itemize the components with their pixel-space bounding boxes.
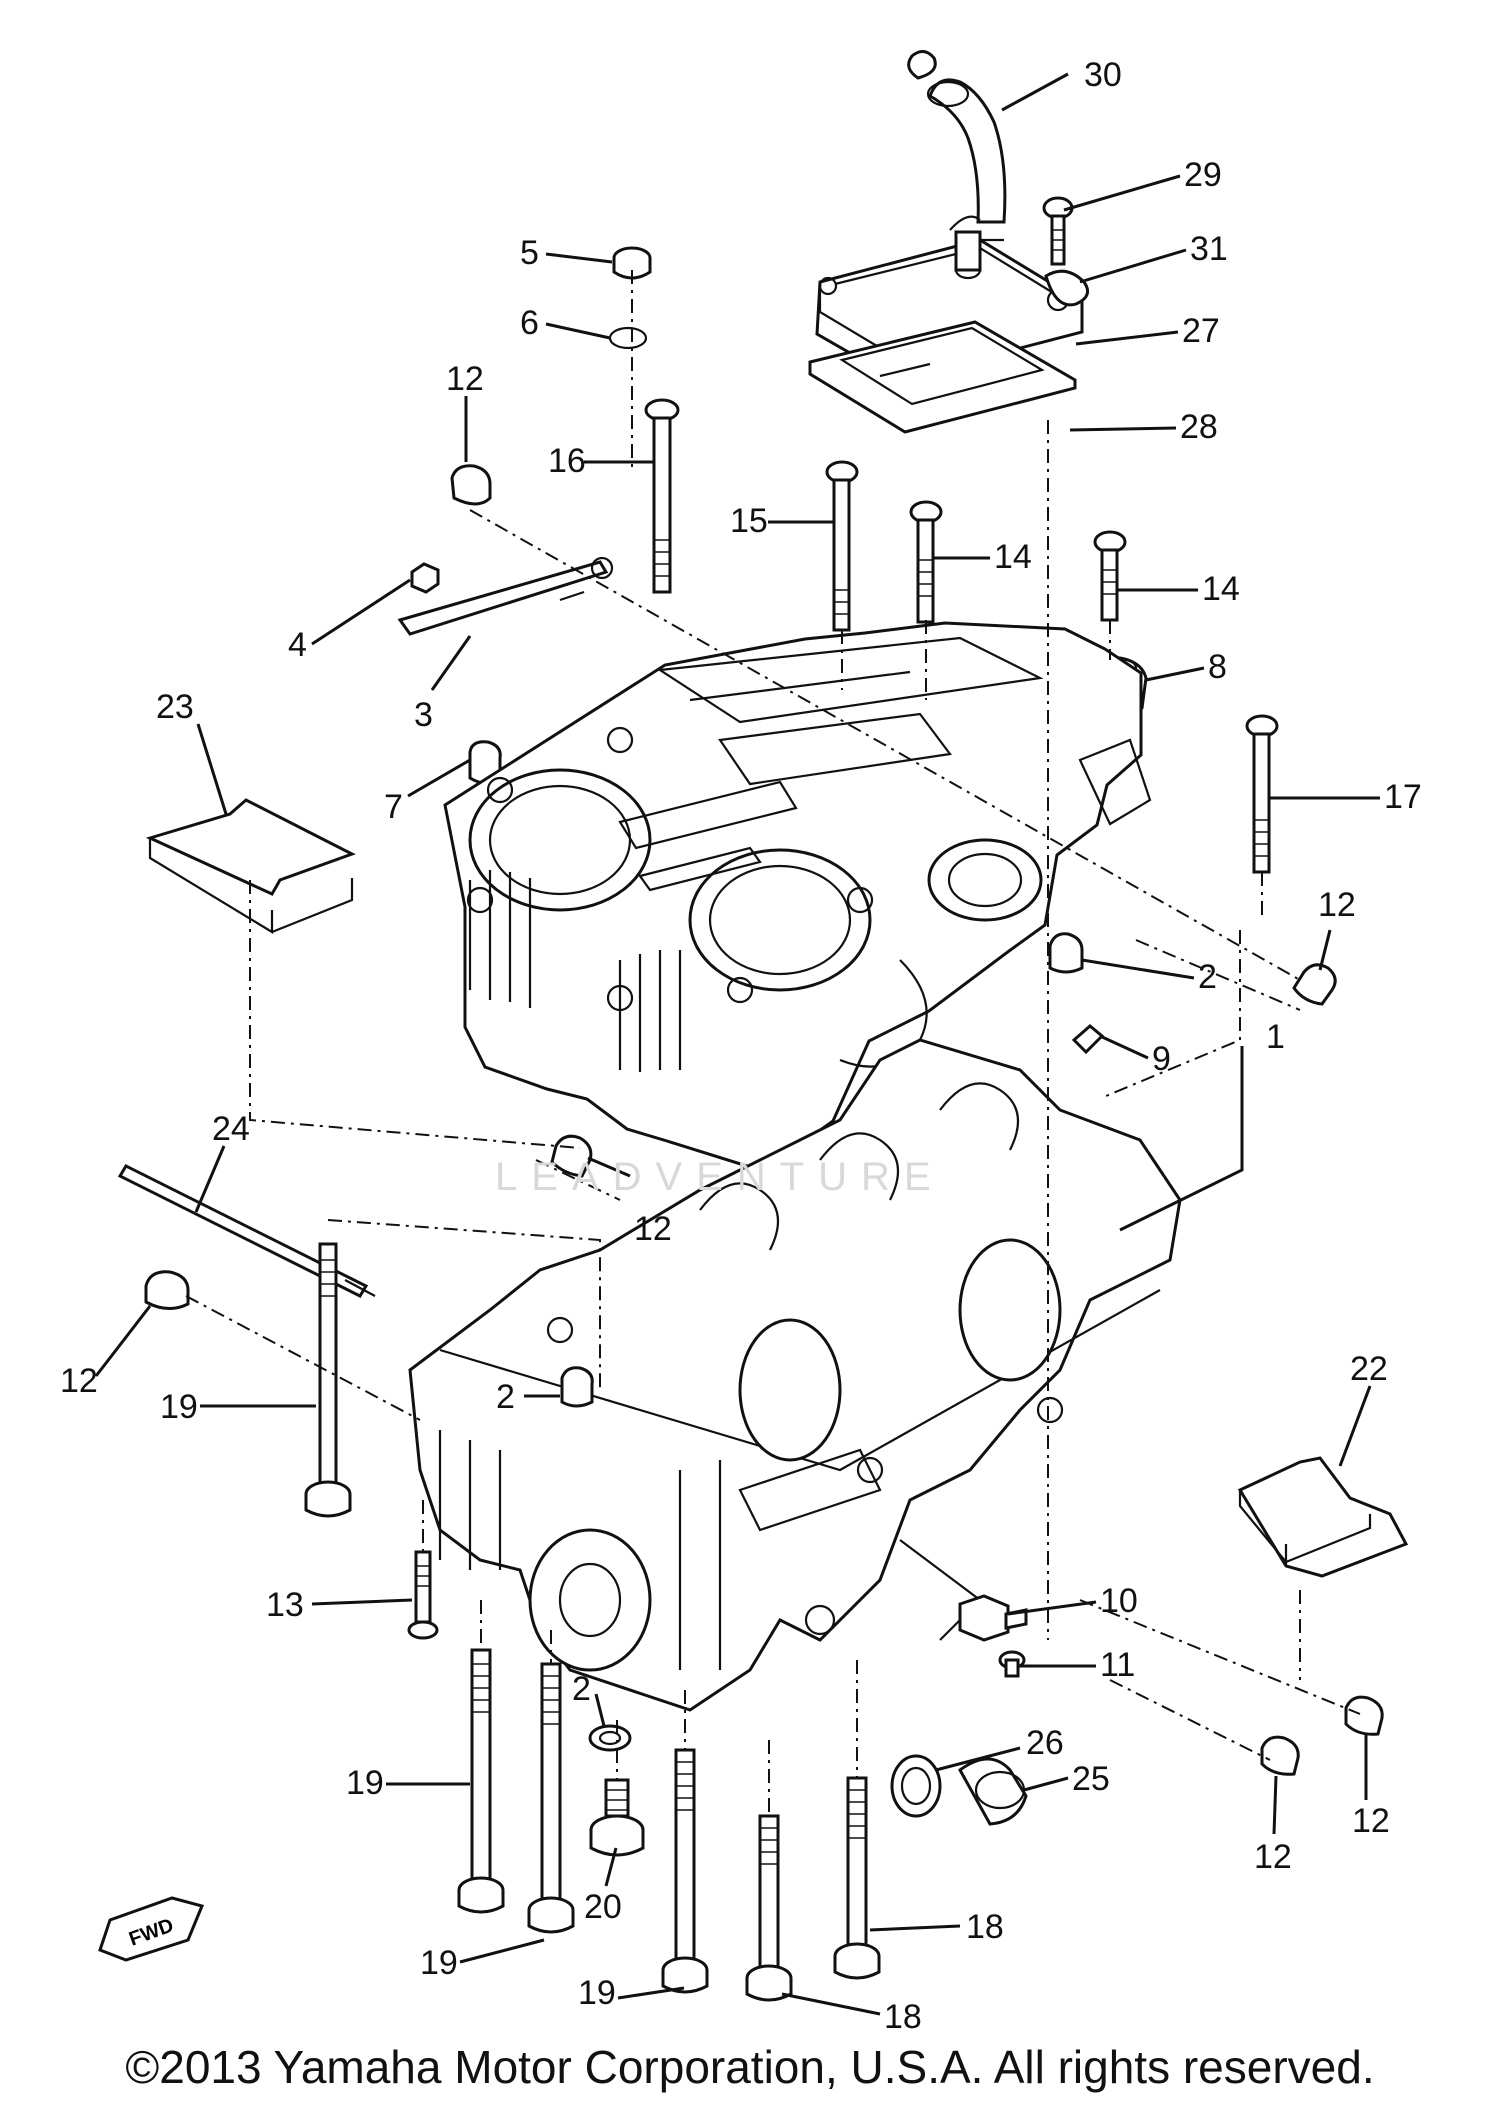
bolt-part-15 xyxy=(825,460,859,632)
bolt-part-18b xyxy=(833,1776,881,1980)
dowel-part-2b xyxy=(560,1366,594,1408)
stud-part-9 xyxy=(1071,1024,1105,1055)
bolt-part-19b xyxy=(457,1648,505,1914)
dowel-part-12a xyxy=(450,464,492,506)
callout-28: 28 xyxy=(1180,408,1218,446)
seal-part-26 xyxy=(890,1754,942,1818)
upper-crankcase-part-1 xyxy=(443,621,1152,1173)
bolt-part-29 xyxy=(1042,196,1074,266)
alignment-lines xyxy=(185,270,1361,1816)
callout-2-upper: 2 xyxy=(1198,958,1217,996)
dowel-part-12e xyxy=(1344,1695,1384,1736)
callout-12-right: 12 xyxy=(1318,886,1356,924)
callout-11: 11 xyxy=(1100,1646,1135,1684)
bolt-part-19c xyxy=(527,1662,575,1934)
breather-hose-part-30 xyxy=(907,50,1007,242)
callout-2-bottom: 2 xyxy=(572,1670,591,1708)
leader-lines xyxy=(94,72,1380,2016)
callout-13: 13 xyxy=(266,1586,304,1624)
oil-rod-part-24 xyxy=(117,1164,376,1298)
callout-3: 3 xyxy=(414,696,433,734)
callout-4: 4 xyxy=(288,626,307,664)
oil-pan-plate-part-22 xyxy=(1237,1456,1409,1578)
callout-14-left: 14 xyxy=(994,538,1032,576)
screw-part-11 xyxy=(998,1650,1026,1678)
bolt-part-19d xyxy=(661,1748,709,1994)
callout-19-bottom-left: 19 xyxy=(420,1944,458,1982)
callout-17: 17 xyxy=(1384,778,1422,816)
callout-29: 29 xyxy=(1184,156,1222,194)
bolt-part-14a xyxy=(909,500,943,624)
callout-1: 1 xyxy=(1266,1018,1285,1056)
bolt-part-16 xyxy=(644,398,680,594)
bolt-part-13 xyxy=(407,1550,439,1640)
callout-19-mid: 19 xyxy=(346,1764,384,1802)
callout-22: 22 xyxy=(1350,1350,1388,1388)
callout-9: 9 xyxy=(1152,1040,1171,1078)
washer-part-2c xyxy=(588,1724,632,1752)
callout-7: 7 xyxy=(384,788,403,826)
callout-6: 6 xyxy=(520,304,539,342)
forward-arrow-icon: FWD xyxy=(98,1896,205,1962)
o-ring-part-6 xyxy=(608,326,648,350)
dowel-part-12b xyxy=(1292,963,1337,1006)
bolt-part-17 xyxy=(1245,714,1279,874)
cover-gasket-part-28 xyxy=(808,320,1077,434)
callout-24: 24 xyxy=(212,1110,250,1148)
callout-20: 20 xyxy=(584,1888,622,1926)
callout-12-bottom-right: 12 xyxy=(1352,1802,1390,1840)
callout-10: 10 xyxy=(1100,1582,1138,1620)
breather-plate-part-23 xyxy=(145,798,356,934)
callout-18-right: 18 xyxy=(966,1908,1004,1946)
clamp-part-31 xyxy=(1044,269,1090,307)
dowel-part-2a xyxy=(1048,932,1084,974)
watermark: LEADVENTURE xyxy=(495,1155,945,1199)
nut-part-4 xyxy=(410,562,440,594)
dowel-part-12d xyxy=(144,1270,190,1310)
callout-18-bottom: 18 xyxy=(884,1998,922,2036)
callout-12-center: 12 xyxy=(634,1210,672,1248)
callout-labels: 30 29 31 27 28 5 6 12 16 15 14 14 4 3 8 … xyxy=(60,56,1422,2036)
callout-15: 15 xyxy=(730,502,768,540)
callout-31: 31 xyxy=(1190,230,1228,268)
callout-8: 8 xyxy=(1208,648,1227,686)
callout-12-bottom: 12 xyxy=(1254,1838,1292,1876)
bolt-part-18a xyxy=(745,1814,793,2002)
callout-27: 27 xyxy=(1182,312,1220,350)
dowel-part-12f xyxy=(1260,1735,1300,1776)
callout-16: 16 xyxy=(548,442,586,480)
callout-19-bottom: 19 xyxy=(578,1974,616,2012)
callout-2-lower: 2 xyxy=(496,1378,515,1416)
copyright-notice: ©2013 Yamaha Motor Corporation, U.S.A. A… xyxy=(125,2041,1375,2093)
callout-14-right: 14 xyxy=(1202,570,1240,608)
callout-12-left: 12 xyxy=(60,1362,98,1400)
callout-26: 26 xyxy=(1026,1724,1064,1762)
callout-25: 25 xyxy=(1072,1760,1110,1798)
callout-30: 30 xyxy=(1084,56,1122,94)
callout-19-left: 19 xyxy=(160,1388,198,1426)
callout-5: 5 xyxy=(520,234,539,272)
plug-part-5 xyxy=(612,246,652,280)
bracket-part-3 xyxy=(397,556,614,636)
plug-part-25 xyxy=(958,1757,1028,1826)
bolt-part-19a xyxy=(304,1242,352,1518)
bolt-part-14b xyxy=(1093,530,1127,622)
callout-12-top: 12 xyxy=(446,360,484,398)
callout-23: 23 xyxy=(156,688,194,726)
switch-part-10 xyxy=(958,1594,1028,1642)
drain-bolt-part-20 xyxy=(589,1778,645,1857)
